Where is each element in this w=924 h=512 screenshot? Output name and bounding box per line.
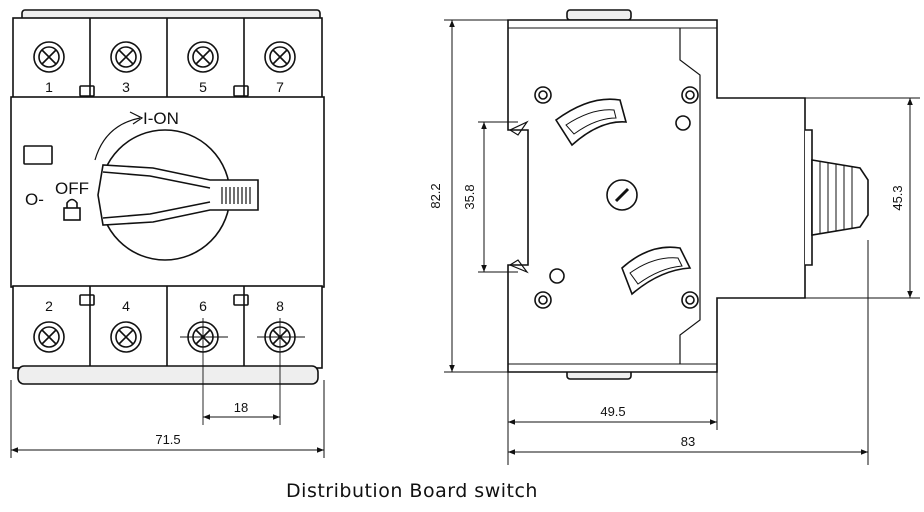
mounting-screw <box>534 291 552 309</box>
dimension-width-front: 71.5 <box>155 432 180 447</box>
dimension-depth-body: 49.5 <box>600 404 625 419</box>
terminal-number-5: 5 <box>199 79 207 95</box>
dimension-handle-height: 45.3 <box>890 185 905 210</box>
curved-slot-bottom <box>621 246 692 296</box>
dimension-terminal-pitch: 18 <box>234 400 248 415</box>
side-dimensions <box>444 19 920 465</box>
terminal-number-3: 3 <box>122 79 130 95</box>
terminal-number-7: 7 <box>276 79 284 95</box>
mounting-screw <box>681 291 699 309</box>
side-knob <box>811 159 869 236</box>
on-direction-arrow <box>94 117 141 161</box>
bottom-clamp-bumps <box>17 365 319 385</box>
centerlines <box>180 318 305 425</box>
terminal-screw <box>187 41 219 73</box>
mounting-screw <box>534 86 552 104</box>
indicator-square <box>233 294 249 306</box>
terminal-screw <box>33 41 65 73</box>
on-label: I-ON <box>143 109 179 128</box>
terminal-screw <box>264 41 296 73</box>
terminal-screw <box>110 41 142 73</box>
center-screw <box>606 179 638 211</box>
terminal-number-4: 4 <box>122 298 130 314</box>
front-view-labels: 1 3 5 7 2 4 6 8 I-ON OFF O- <box>25 79 284 314</box>
side-body-outline <box>507 19 806 373</box>
dimension-rail-width: 35.8 <box>462 184 477 209</box>
terminal-number-1: 1 <box>45 79 53 95</box>
side-view <box>507 9 869 380</box>
front-view <box>10 9 325 425</box>
off-label: OFF <box>55 179 89 198</box>
mounting-screw <box>681 86 699 104</box>
indicator-square <box>79 85 95 97</box>
side-top-bump <box>566 9 632 21</box>
padlock-icon <box>63 198 81 221</box>
indicator-square <box>233 85 249 97</box>
terminal-screw <box>33 321 65 353</box>
terminal-number-8: 8 <box>276 298 284 314</box>
knob-handle <box>97 164 259 226</box>
front-dimensions <box>10 380 325 458</box>
rail-clip <box>508 120 529 274</box>
side-hole <box>675 115 691 131</box>
status-window <box>23 145 53 165</box>
caption: Distribution Board switch <box>286 480 538 502</box>
side-hole <box>549 268 565 284</box>
o-label: O- <box>25 190 44 209</box>
terminal-number-6: 6 <box>199 298 207 314</box>
terminal-number-2: 2 <box>45 298 53 314</box>
terminal-screw <box>110 321 142 353</box>
dimension-depth-total: 83 <box>681 434 695 449</box>
dimension-height: 82.2 <box>428 183 443 208</box>
side-knob-base <box>805 129 813 266</box>
handle-grip <box>221 187 251 204</box>
indicator-square <box>79 294 95 306</box>
